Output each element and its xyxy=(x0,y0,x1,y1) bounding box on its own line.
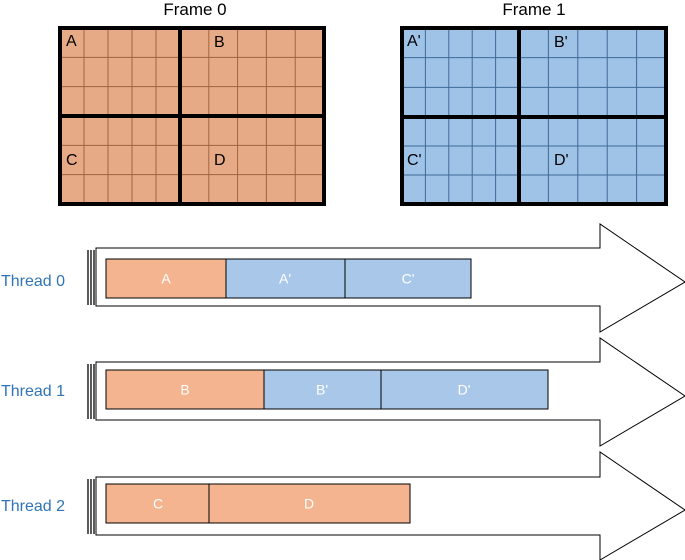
frame-border xyxy=(58,26,326,206)
thread-0-block-c-prime-label: C' xyxy=(402,271,415,287)
thread-0-block-a-label: A xyxy=(161,271,171,287)
thread-1-block-d-prime-label: D' xyxy=(458,382,471,398)
frame-1-quadrant-d: D' xyxy=(554,152,569,169)
frame-0-quadrant-a: A xyxy=(66,33,77,50)
thread-0-block-a-prime-label: A' xyxy=(279,271,291,287)
thread-1-block-b-prime-label: B' xyxy=(316,382,328,398)
frame-0-grid xyxy=(58,26,326,206)
thread-0-label: Thread 0 xyxy=(1,273,65,290)
frame-1-grid xyxy=(400,26,668,206)
frame-1-quadrant-c: C' xyxy=(407,152,422,169)
thread-2-block-d-label: D xyxy=(304,496,314,512)
frame-0-title: Frame 0 xyxy=(163,0,226,19)
thread-1-label: Thread 1 xyxy=(1,383,65,400)
thread-0-block-a xyxy=(105,258,227,299)
frame-1-title: Frame 1 xyxy=(502,0,565,19)
frame-0-quadrant-b: B xyxy=(214,34,225,51)
frame-border xyxy=(400,26,668,206)
thread-0-block-c-prime xyxy=(344,258,472,299)
frame-0-quadrant-c: C xyxy=(66,152,78,169)
thread-2-block-d xyxy=(208,483,411,524)
thread-0-block-a-prime xyxy=(225,258,346,299)
frame-1-quadrant-b: B' xyxy=(554,34,568,51)
thread-1-block-d-prime xyxy=(380,369,549,410)
thread-1-block-b-label: B xyxy=(180,382,189,398)
thread-2-block-c xyxy=(105,483,210,524)
frame-1-quadrant-a: A' xyxy=(407,33,421,50)
frame-0-quadrant-d: D xyxy=(214,152,226,169)
thread-2-label: Thread 2 xyxy=(1,498,65,515)
thread-2-block-c-label: C xyxy=(153,496,163,512)
